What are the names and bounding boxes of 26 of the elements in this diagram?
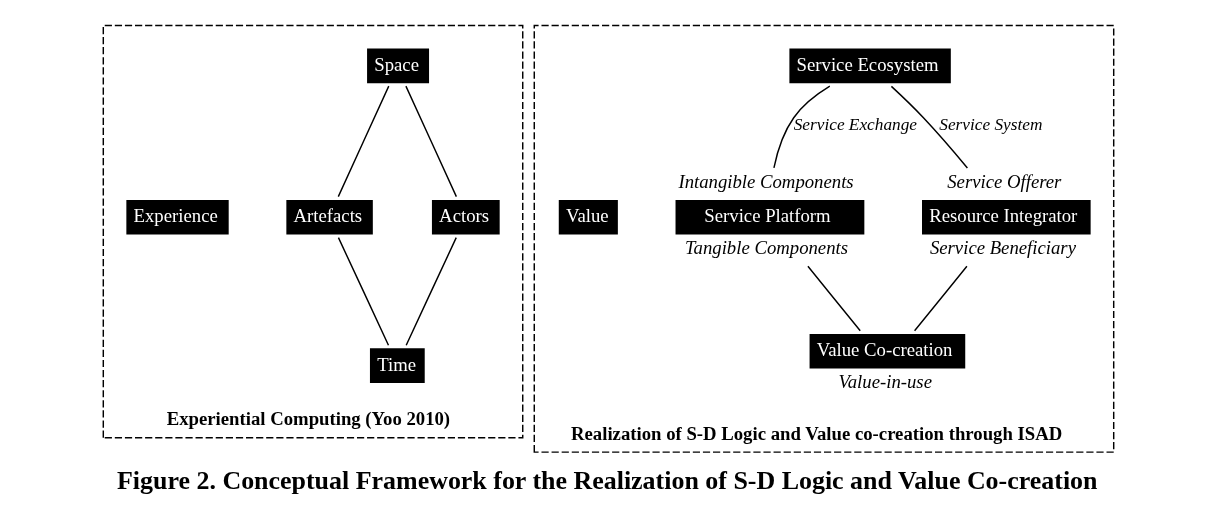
caption: Figure 2. Conceptual Framework for the Realization of S-D Logic and Value Co-creation xyxy=(116,465,1098,495)
edge-label: Service System xyxy=(939,115,1043,135)
node-box: Actors xyxy=(431,199,500,235)
connector xyxy=(405,236,457,346)
node-label: Tangible Components xyxy=(684,236,849,258)
node-label: Intangible Components xyxy=(678,170,854,192)
edge-label: Service Exchange xyxy=(793,115,918,135)
node-box: Experience xyxy=(126,199,229,235)
node-box: Service Ecosystem xyxy=(789,48,951,84)
node-box: Service Platform xyxy=(675,199,865,235)
node-label: Service Offerer xyxy=(947,170,1062,192)
connector xyxy=(890,85,969,169)
node-box: Value Co-creation xyxy=(809,333,966,369)
connector xyxy=(913,265,968,332)
connector xyxy=(773,85,831,169)
connector xyxy=(807,265,861,332)
connector xyxy=(405,85,458,198)
node-box: Artefacts xyxy=(286,199,373,235)
connector xyxy=(337,236,390,346)
node-box: Space xyxy=(367,48,430,84)
node-box: Value xyxy=(558,199,618,235)
node-label: Value-in-use xyxy=(838,370,932,392)
node-box: Resource Integrator xyxy=(922,199,1091,235)
node-box: Time xyxy=(369,348,425,383)
connector xyxy=(337,85,390,198)
node-label: Service Beneficiary xyxy=(929,236,1076,258)
